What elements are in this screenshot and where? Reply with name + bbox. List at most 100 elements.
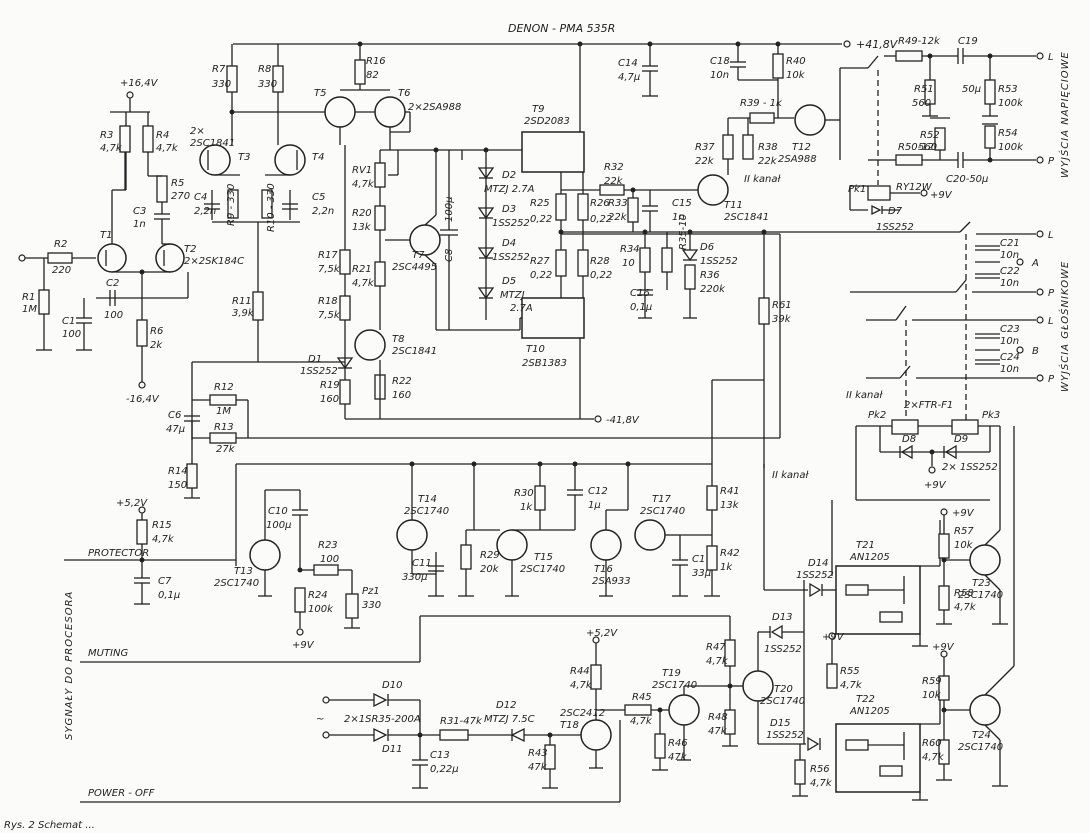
svg-text:R42: R42 xyxy=(720,548,740,559)
label-muting: MUTING xyxy=(88,648,128,659)
svg-text:D10: D10 xyxy=(382,680,402,691)
svg-text:20k: 20k xyxy=(480,564,500,575)
svg-text:T13: T13 xyxy=(234,566,253,577)
rail-plus-9v-label-3: +9V xyxy=(292,640,315,651)
rail-plus-9v-label-4: +9V xyxy=(822,632,845,643)
svg-text:2SC1740: 2SC1740 xyxy=(958,590,1003,601)
svg-text:R34: R34 xyxy=(620,244,640,255)
svg-text:R18: R18 xyxy=(318,296,338,307)
svg-text:D13: D13 xyxy=(772,612,792,623)
svg-text:R55: R55 xyxy=(840,666,860,677)
svg-text:T2: T2 xyxy=(184,244,196,255)
transistor-t15 xyxy=(496,529,528,561)
transistor-t17 xyxy=(634,519,666,551)
svg-text:2SA988: 2SA988 xyxy=(778,154,817,165)
svg-text:4,7k: 4,7k xyxy=(840,680,863,691)
svg-text:C4: C4 xyxy=(194,192,207,203)
svg-text:T3: T3 xyxy=(238,152,250,163)
svg-text:C16: C16 xyxy=(630,288,650,299)
svg-text:T12: T12 xyxy=(792,142,811,153)
svg-text:2SD2083: 2SD2083 xyxy=(524,116,570,127)
svg-text:1k: 1k xyxy=(720,562,733,573)
terminal-speaker-a-right: P xyxy=(1048,288,1055,299)
rail-minus-41v-label: -41,8V xyxy=(606,415,640,426)
svg-text:R12: R12 xyxy=(214,382,234,393)
svg-text:1SS252: 1SS252 xyxy=(700,256,738,267)
svg-text:10: 10 xyxy=(622,258,635,269)
transistor-t6 xyxy=(374,96,406,128)
svg-text:C6: C6 xyxy=(168,410,181,421)
label-voltage-outputs: WYJŚCIA NAPIĘCIOWE xyxy=(1058,51,1071,178)
svg-text:R16: R16 xyxy=(366,56,386,67)
svg-text:4,7k: 4,7k xyxy=(352,278,375,289)
svg-text:T6: T6 xyxy=(398,88,410,99)
svg-text:D4: D4 xyxy=(502,238,516,249)
svg-text:220: 220 xyxy=(52,265,71,276)
svg-text:C20-50µ: C20-50µ xyxy=(946,174,988,185)
svg-text:R58: R58 xyxy=(954,588,974,599)
svg-text:4,7k: 4,7k xyxy=(152,534,175,545)
svg-text:100k: 100k xyxy=(308,604,334,615)
svg-text:10k: 10k xyxy=(786,70,806,81)
svg-text:10k: 10k xyxy=(954,540,974,551)
svg-text:2SC1740: 2SC1740 xyxy=(520,564,565,575)
svg-text:D6: D6 xyxy=(700,242,714,253)
svg-text:10n: 10n xyxy=(1000,250,1019,261)
svg-text:C22: C22 xyxy=(1000,266,1020,277)
svg-text:4,7k: 4,7k xyxy=(352,179,375,190)
svg-text:C12: C12 xyxy=(588,486,608,497)
svg-text:C18: C18 xyxy=(710,56,730,67)
terminal-speaker-a: A xyxy=(1031,258,1039,269)
svg-text:2SC1740: 2SC1740 xyxy=(652,680,697,691)
svg-text:R33: R33 xyxy=(608,198,628,209)
svg-text:100k: 100k xyxy=(998,98,1024,109)
svg-text:330: 330 xyxy=(362,600,381,611)
svg-text:13k: 13k xyxy=(352,222,372,233)
svg-text:10k: 10k xyxy=(922,690,942,701)
svg-text:0,22: 0,22 xyxy=(590,214,612,225)
svg-text:R7: R7 xyxy=(212,64,226,75)
svg-text:T14: T14 xyxy=(418,494,437,505)
svg-text:7,5k: 7,5k xyxy=(318,310,341,321)
svg-text:C1: C1 xyxy=(62,316,75,327)
svg-text:0,22µ: 0,22µ xyxy=(430,764,459,775)
svg-text:2SB1383: 2SB1383 xyxy=(522,358,567,369)
svg-text:R29: R29 xyxy=(480,550,500,561)
svg-text:Pk1: Pk1 xyxy=(848,184,866,195)
svg-text:R22: R22 xyxy=(392,376,412,387)
svg-text:D11: D11 xyxy=(382,744,402,755)
transistor-t23 xyxy=(969,544,1001,576)
svg-text:4,7k: 4,7k xyxy=(922,752,945,763)
svg-text:R5: R5 xyxy=(171,178,184,189)
svg-text:1M: 1M xyxy=(216,406,231,417)
svg-text:Pk2: Pk2 xyxy=(868,410,886,421)
svg-text:C17: C17 xyxy=(692,554,712,565)
svg-text:MTZJ: MTZJ xyxy=(500,290,525,301)
svg-text:R48: R48 xyxy=(708,712,728,723)
svg-text:R45: R45 xyxy=(632,692,652,703)
svg-text:4,7k: 4,7k xyxy=(570,680,593,691)
transistor-t18 xyxy=(580,719,612,751)
ic-t21-an1205 xyxy=(835,565,921,635)
svg-text:100: 100 xyxy=(104,310,123,321)
svg-text:R27: R27 xyxy=(530,256,550,267)
svg-text:22k: 22k xyxy=(608,212,628,223)
svg-text:560: 560 xyxy=(912,98,931,109)
svg-text:C14: C14 xyxy=(618,58,638,69)
svg-text:II kanał: II kanał xyxy=(744,174,781,185)
label-protector: PROTECTOR xyxy=(88,548,149,559)
svg-text:AN1205: AN1205 xyxy=(849,706,890,717)
svg-text:R54: R54 xyxy=(998,128,1018,139)
svg-text:100: 100 xyxy=(62,329,81,340)
svg-text:2×2SA988: 2×2SA988 xyxy=(408,102,461,113)
svg-text:1SS252: 1SS252 xyxy=(492,252,530,263)
svg-text:22k: 22k xyxy=(604,176,624,187)
svg-text:R6: R6 xyxy=(150,326,163,337)
svg-text:T20: T20 xyxy=(774,684,793,695)
figure-caption: Rys. 2 Schemat ... xyxy=(4,820,95,831)
svg-text:2SC4495: 2SC4495 xyxy=(392,262,437,273)
svg-text:R57: R57 xyxy=(954,526,974,537)
svg-text:C21: C21 xyxy=(1000,238,1020,249)
label-second-channel-protection: II kanał xyxy=(772,470,809,481)
